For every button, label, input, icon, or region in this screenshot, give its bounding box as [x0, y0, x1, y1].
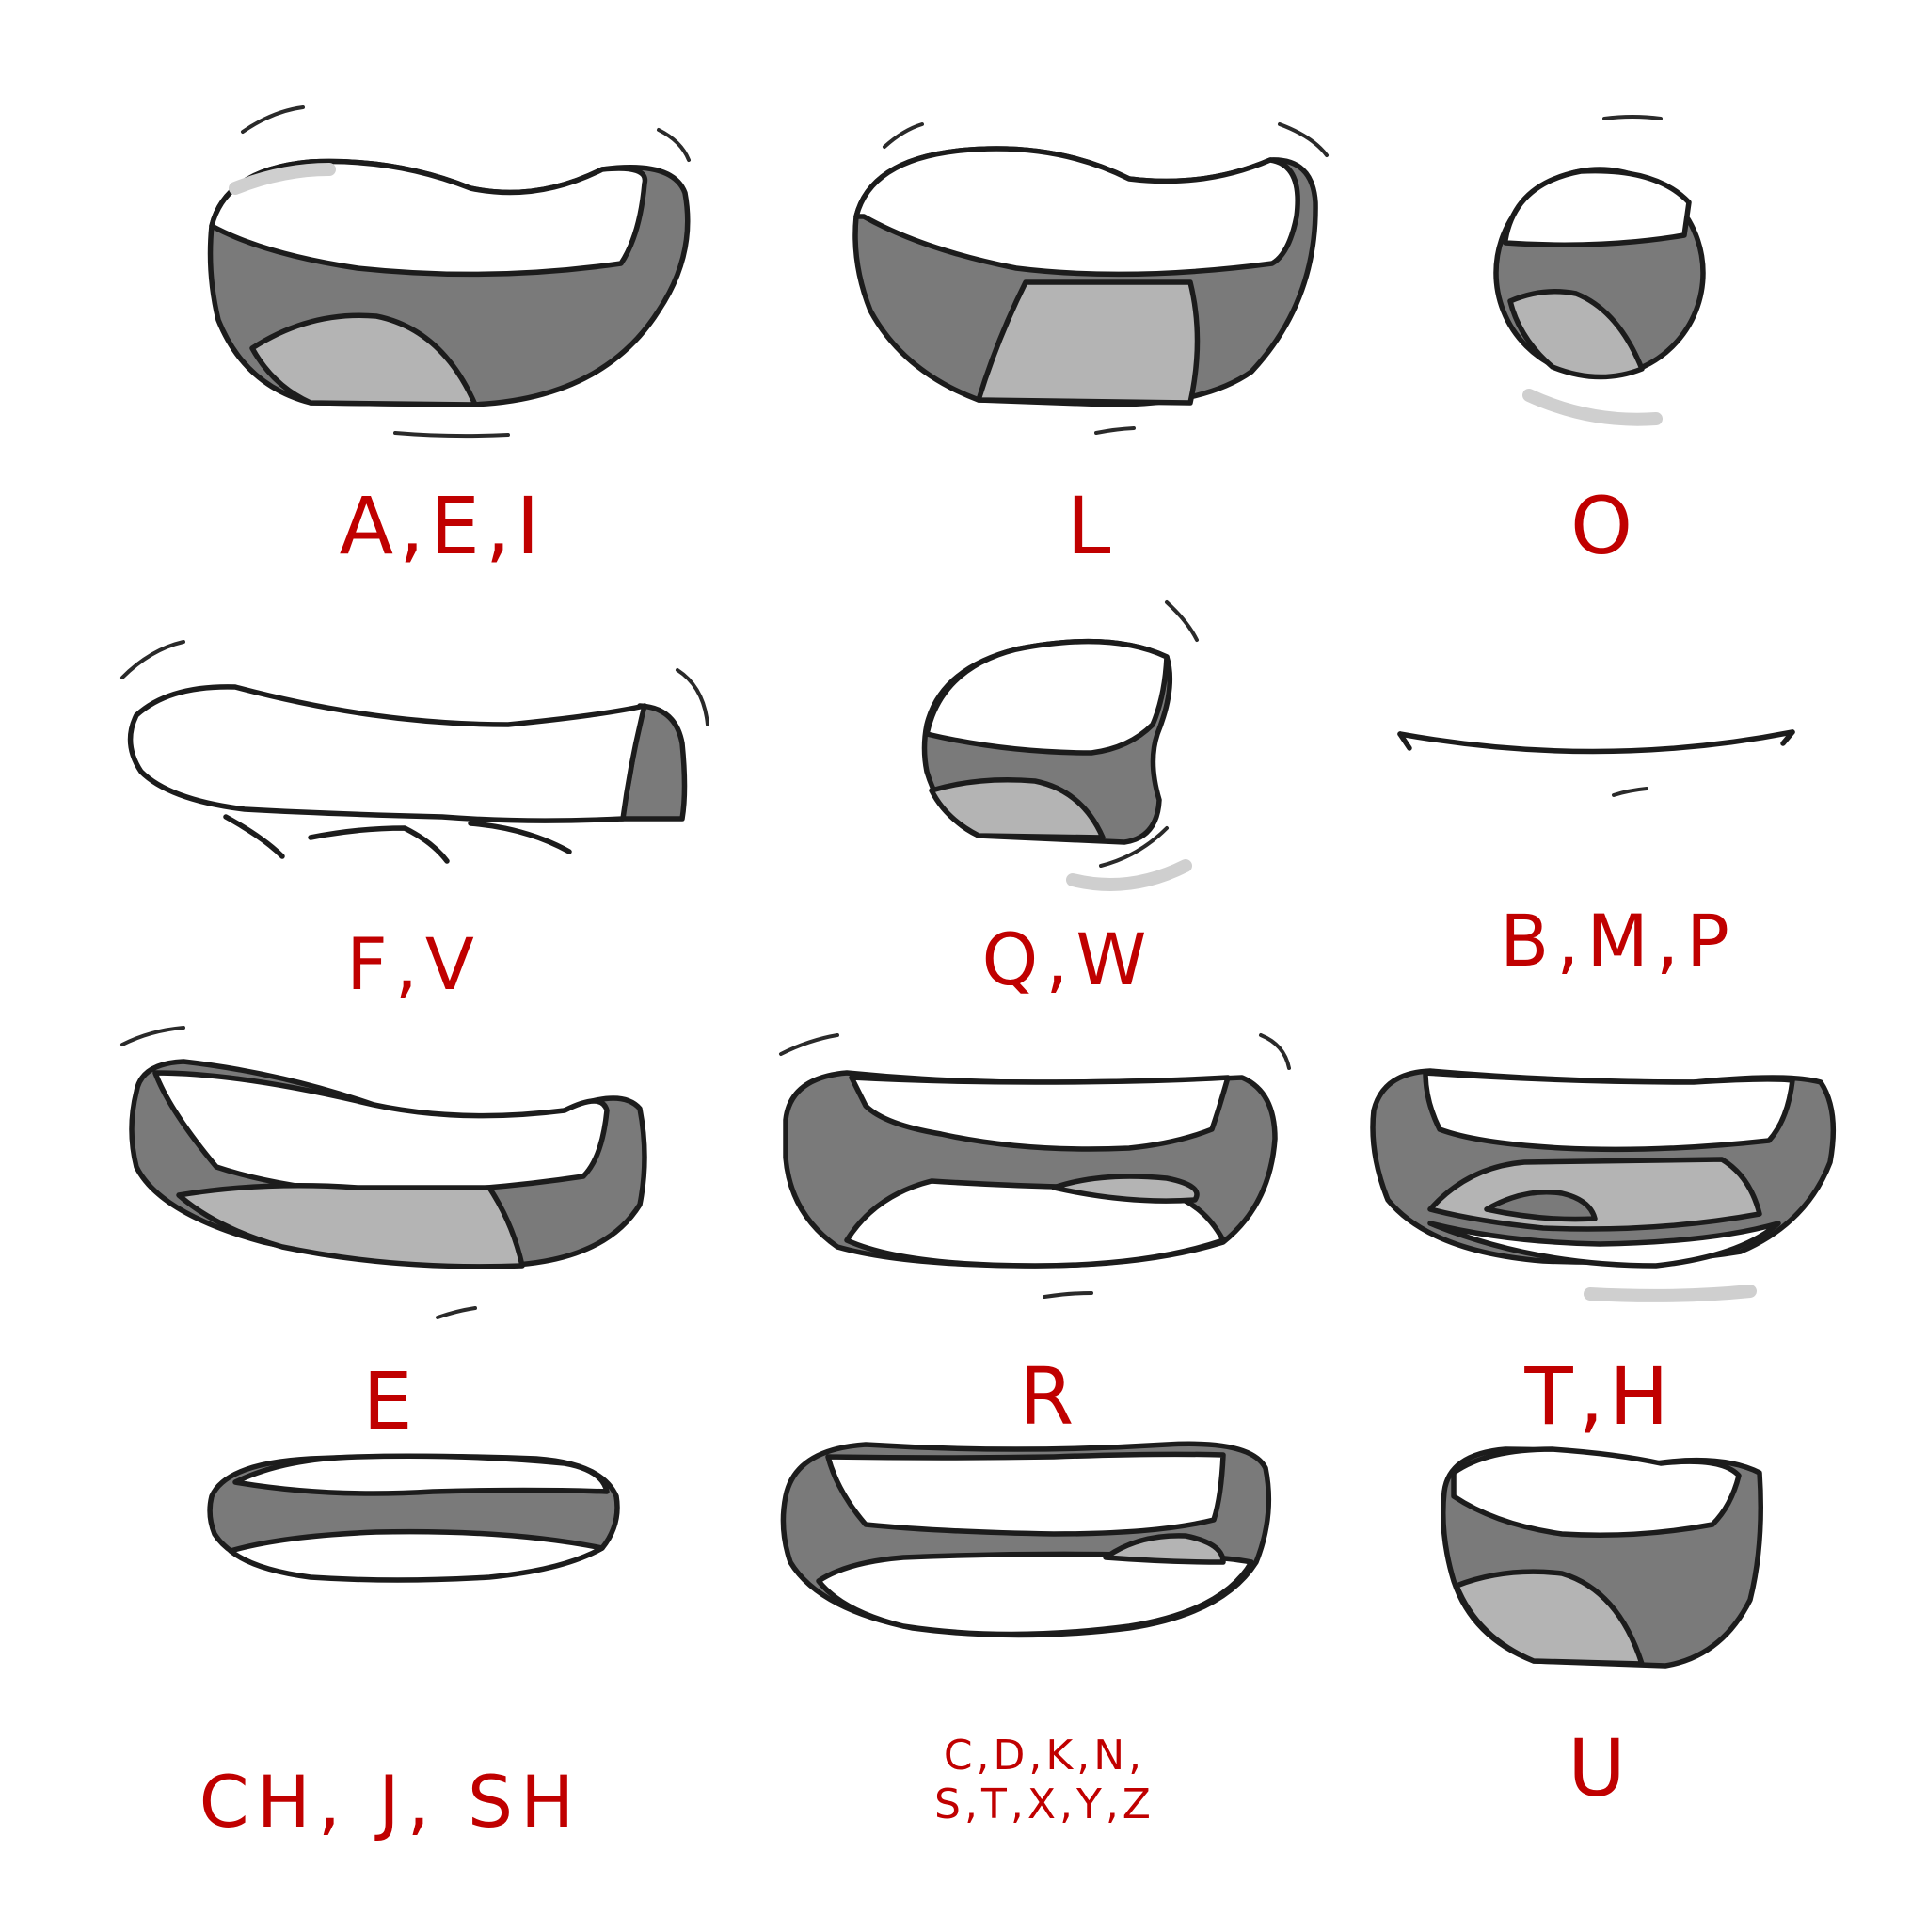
- label-e: E: [362, 1355, 419, 1447]
- label-aei: A,E,I: [339, 480, 546, 572]
- mouth-r: [779, 1033, 1291, 1299]
- mouth-fv: [120, 640, 709, 864]
- label-o: O: [1569, 480, 1639, 572]
- mouth-chjsh: [207, 1453, 620, 1583]
- label-cdkn: C,D,K,N, S,T,X,Y,Z: [934, 1732, 1155, 1829]
- mouth-e: [120, 1026, 647, 1319]
- mouth-u: [1441, 1446, 1763, 1669]
- mouth-o: [1493, 115, 1706, 426]
- label-fv: F,V: [346, 922, 482, 1006]
- label-qw: Q,W: [981, 918, 1155, 1001]
- label-cdkn-line1: C,D,K,N,: [943, 1732, 1146, 1780]
- mouth-aei: [207, 105, 691, 439]
- label-bmp: B,M,P: [1500, 899, 1737, 982]
- mouth-qw: [921, 600, 1199, 891]
- mouth-th: [1370, 1068, 1837, 1302]
- mouth-cdkn: [780, 1441, 1272, 1638]
- label-th: T,H: [1524, 1350, 1675, 1443]
- label-l: L: [1066, 480, 1117, 572]
- label-u: U: [1568, 1722, 1632, 1814]
- label-chjsh: CH, J, SH: [199, 1760, 582, 1844]
- mouth-bmp: [1397, 729, 1795, 797]
- label-cdkn-line2: S,T,X,Y,Z: [934, 1780, 1155, 1828]
- mouth-l: [852, 122, 1329, 435]
- label-r: R: [1018, 1350, 1080, 1443]
